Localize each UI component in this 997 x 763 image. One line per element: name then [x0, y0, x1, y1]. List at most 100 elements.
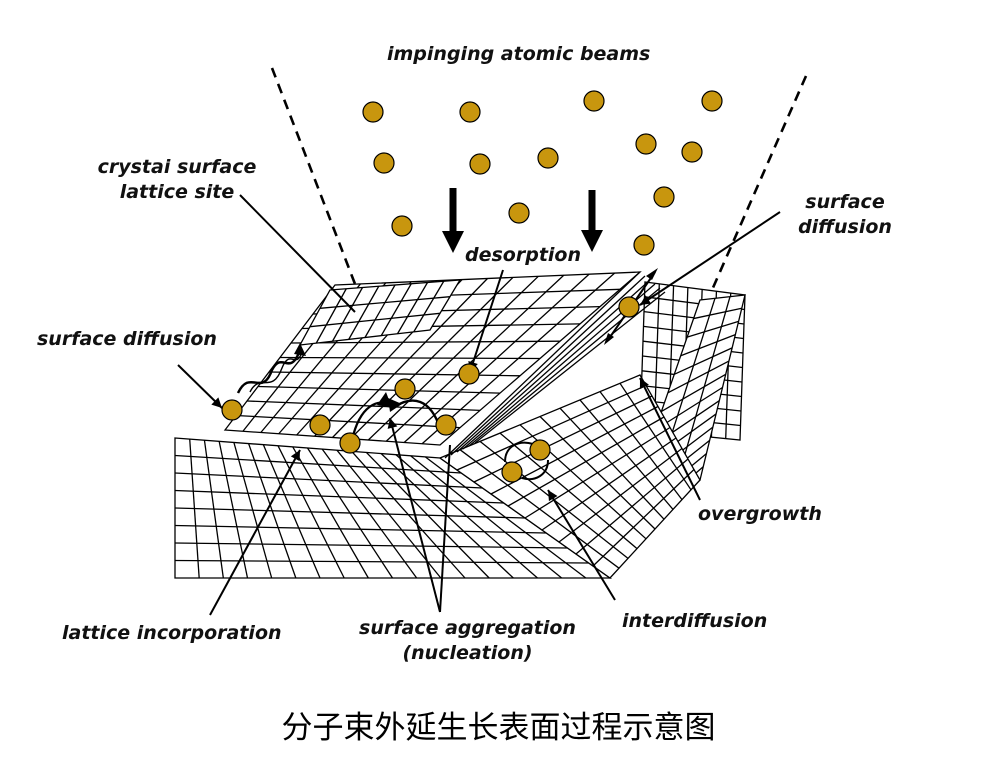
- crystal-right-face-line: [456, 384, 647, 471]
- surface-diffusion-right-label: surface diffusion: [790, 190, 900, 239]
- leader-arrowhead: [387, 418, 398, 429]
- crystal-top-surface-line: [279, 356, 541, 360]
- crystal-right-face: [438, 374, 701, 579]
- crystal-front-face-line: [174, 542, 568, 549]
- leader-line: [439, 444, 451, 613]
- lattice-incorporation-label: lattice incorporation: [62, 622, 282, 644]
- beam-boundary-lines: [270, 67, 808, 291]
- leader-arrowhead: [639, 378, 649, 390]
- crystal-front-face-line: [174, 559, 589, 564]
- crystal-front-face-line: [174, 524, 547, 534]
- crystal-right-face-line: [541, 437, 677, 531]
- crystal-site-line2: lattice site: [119, 180, 235, 203]
- crystal-right-face-line: [524, 426, 671, 519]
- ridge-line: [444, 271, 641, 459]
- interdiffusion-arrow: [521, 459, 549, 480]
- surface-atom: [309, 414, 331, 436]
- leader-arrowhead: [211, 397, 222, 408]
- wavy-diffusion-arrow: [236, 349, 302, 394]
- leader-line: [239, 194, 356, 313]
- leader-line: [547, 489, 616, 601]
- beam-atom: [633, 234, 655, 256]
- overgrowth-slab-side-line: [686, 320, 739, 338]
- leader-line: [209, 449, 301, 616]
- beam-atom: [459, 101, 481, 123]
- overgrowth-label: overgrowth: [698, 503, 822, 525]
- surface-atom: [435, 414, 457, 436]
- surface-atom: [501, 461, 523, 483]
- ridge-line: [456, 279, 651, 453]
- leader-line: [389, 417, 441, 613]
- leader-line: [639, 377, 701, 501]
- impinging-beams-label: impinging atomic beams: [387, 43, 651, 65]
- crystal-front-face-line: [174, 507, 526, 519]
- crystal-right-face-line: [592, 469, 695, 567]
- overgrowth-slab-side-line: [667, 360, 730, 394]
- beam-atom: [469, 153, 491, 175]
- terrace-step-line: [331, 287, 364, 342]
- beam-atom: [635, 133, 657, 155]
- overgrowth-slab-side-line: [674, 347, 733, 375]
- terrace-step-line: [413, 280, 445, 333]
- surface-atom: [339, 432, 361, 454]
- beam-atom: [362, 101, 384, 123]
- crystal-front-face-line: [174, 454, 462, 474]
- overgrowth-slab-side-line: [693, 307, 742, 320]
- ridge-line: [450, 275, 646, 456]
- beam-atom: [701, 90, 723, 112]
- surface-diffusion-left-label: surface diffusion: [37, 328, 217, 350]
- beam-atom: [681, 141, 703, 163]
- crystal-right-face-line: [507, 416, 665, 507]
- beam-atom: [391, 215, 413, 237]
- beam-atom: [583, 90, 605, 112]
- leader-line: [469, 269, 504, 373]
- leader-arrowhead: [640, 295, 652, 305]
- crystal-front-face-line: [174, 472, 483, 489]
- crystal-front-face-line: [174, 489, 504, 504]
- surface-aggregation-label: surface aggregation (nucleation): [355, 616, 580, 665]
- surface-atom: [458, 363, 480, 385]
- crystal-right-face-line: [558, 447, 683, 543]
- terrace-step-line: [364, 284, 396, 338]
- surface-diffusion-right-line2: diffusion: [798, 215, 892, 238]
- ridge-line: [474, 291, 666, 444]
- surface-diffusion-right-arrowhead: [604, 333, 614, 345]
- desorption-label: desorption: [465, 244, 581, 266]
- leader-arrowhead: [548, 490, 558, 502]
- surface-aggregation-line2: (nucleation): [402, 641, 533, 664]
- surface-atom: [394, 378, 416, 400]
- surface-diffusion-right-line1: surface: [805, 191, 885, 213]
- crystal-top-surface-line: [257, 385, 501, 394]
- surface-atom: [221, 399, 243, 421]
- leader-line: [639, 211, 781, 306]
- crystal-site-line1: crystai surface: [97, 156, 257, 178]
- crystal-top-surface-line: [235, 414, 461, 429]
- crystal-lattice-block: [174, 271, 746, 579]
- wavy-diffusion-arrow: [249, 351, 303, 393]
- surface-diffusion-right-arrowhead: [646, 268, 658, 280]
- aggregation-arrowhead: [377, 392, 392, 408]
- terrace-step-line: [396, 282, 429, 335]
- leader-arrowhead: [290, 450, 300, 462]
- beam-arrow-head: [581, 230, 603, 252]
- crystal-site-label: crystai surface lattice site: [92, 155, 262, 204]
- beam-atom: [373, 152, 395, 174]
- atoms-group: [221, 90, 723, 483]
- wavy-diffusion-arrowhead: [294, 343, 306, 356]
- beam-atom: [537, 147, 559, 169]
- interdiffusion-arrow: [504, 441, 534, 463]
- crystal-top-surface-line: [246, 400, 481, 412]
- crystal-right-face-line: [575, 458, 689, 555]
- aggregation-arrowhead: [388, 398, 402, 412]
- figure-caption: 分子束外延生长表面过程示意图: [281, 710, 716, 746]
- process-arrows: [177, 188, 781, 616]
- surface-atom: [529, 439, 551, 461]
- overgrowth-slab-side-line: [680, 334, 736, 357]
- beam-atom: [653, 186, 675, 208]
- terrace-step-line: [319, 296, 451, 309]
- interdiffusion-label: interdiffusion: [622, 610, 768, 632]
- leader-line: [177, 364, 223, 409]
- terrace-step-line: [348, 285, 380, 340]
- surface-atom: [618, 296, 640, 318]
